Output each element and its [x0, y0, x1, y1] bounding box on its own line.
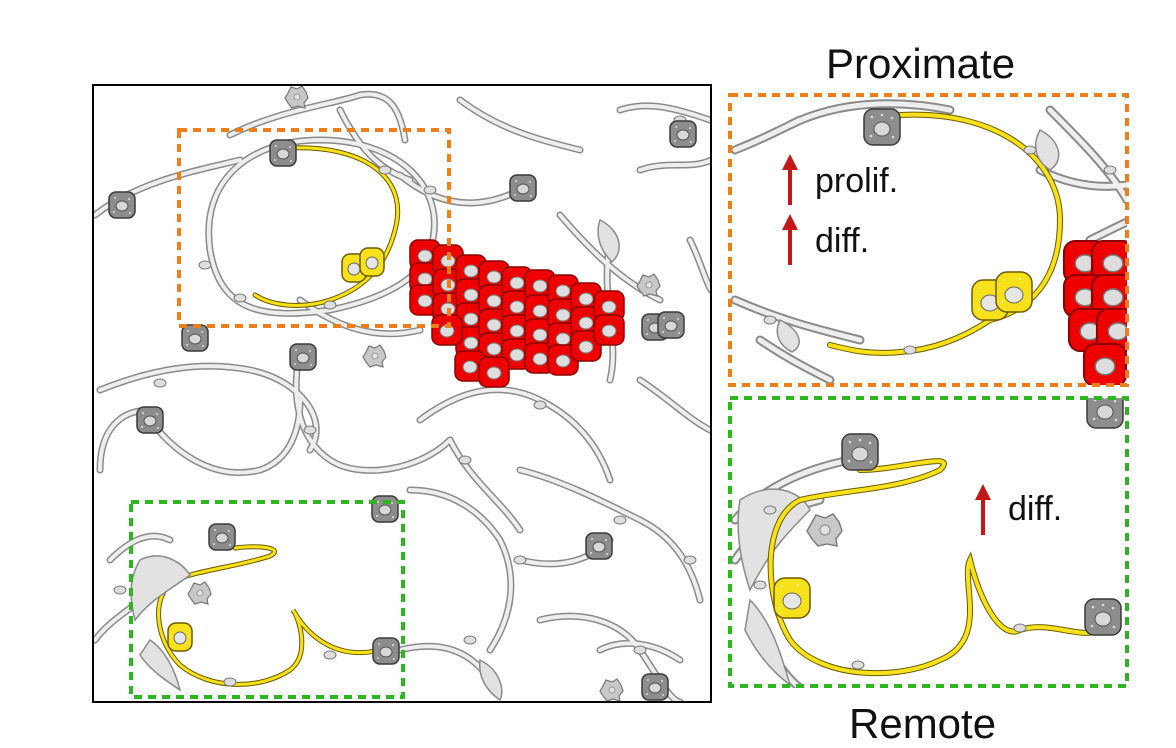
diff-label-remote: diff.	[1008, 490, 1063, 528]
proximate-region-box	[177, 128, 451, 328]
main-frame	[92, 84, 712, 703]
remote-zoom-panel	[728, 396, 1129, 688]
proximate-zoom-box	[728, 93, 1129, 387]
remote-region-box	[129, 500, 405, 699]
diff-label-proximate: diff.	[815, 222, 870, 260]
remote-zoom-box	[728, 396, 1129, 688]
main-panel	[92, 84, 712, 703]
prolif-label: prolif.	[815, 162, 899, 200]
proximate-title: Proximate	[826, 40, 1016, 87]
remote-title: Remote	[849, 700, 997, 747]
proximate-zoom-panel	[728, 93, 1129, 387]
